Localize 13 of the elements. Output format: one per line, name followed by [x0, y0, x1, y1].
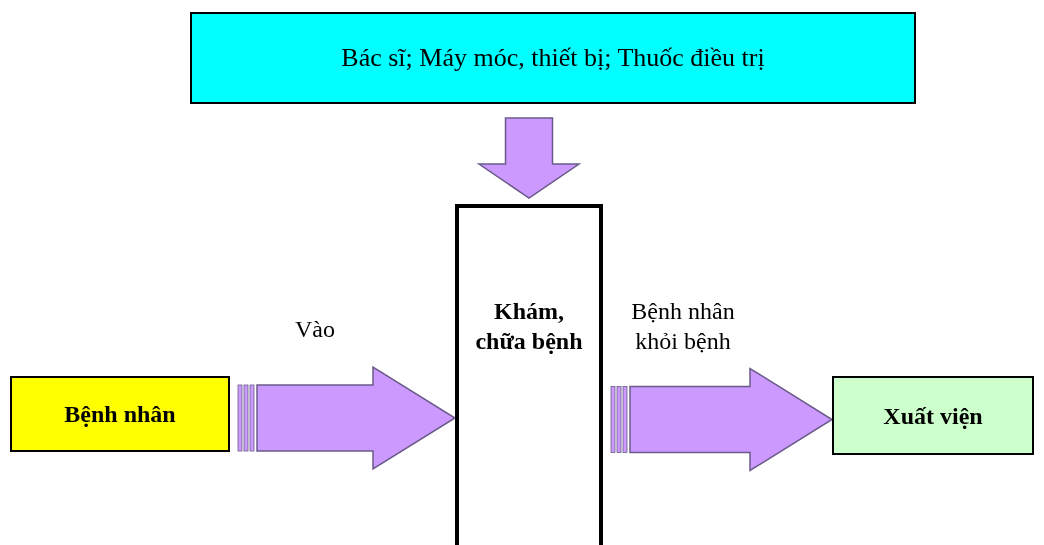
node-text: Xuất viện: [882, 401, 984, 431]
patient-box: [10, 376, 230, 452]
node-text: Khám, chữa bệnh: [474, 297, 584, 356]
block-arrow: [476, 117, 582, 199]
resource-box: [190, 12, 916, 104]
node-text: Bệnh nhân: [63, 400, 177, 429]
block-arrow: [629, 367, 834, 472]
block-arrow: [256, 365, 457, 471]
process-box: [455, 204, 603, 545]
edge-label: Bệnh nhân khỏi bệnh: [630, 297, 736, 356]
node-text: Bác sĩ; Máy móc, thiết bị; Thuốc điều trị: [340, 41, 766, 74]
discharge-box: [832, 376, 1034, 455]
edge-label: Vào: [294, 315, 336, 344]
